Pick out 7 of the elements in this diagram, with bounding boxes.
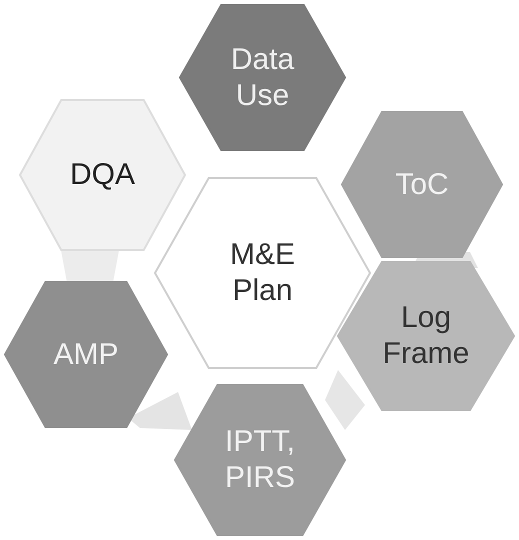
hexagon-label: Data Use	[230, 42, 296, 114]
hexagon-label: ToC	[394, 166, 450, 202]
hexagon-label: DQA	[68, 157, 136, 193]
hexagon-label: AMP	[52, 336, 120, 372]
hexagon-label: IPTT, PIRS	[224, 424, 296, 496]
hexagon-label: Log Frame	[382, 300, 470, 372]
hexagon-label: M&E Plan	[228, 237, 296, 309]
